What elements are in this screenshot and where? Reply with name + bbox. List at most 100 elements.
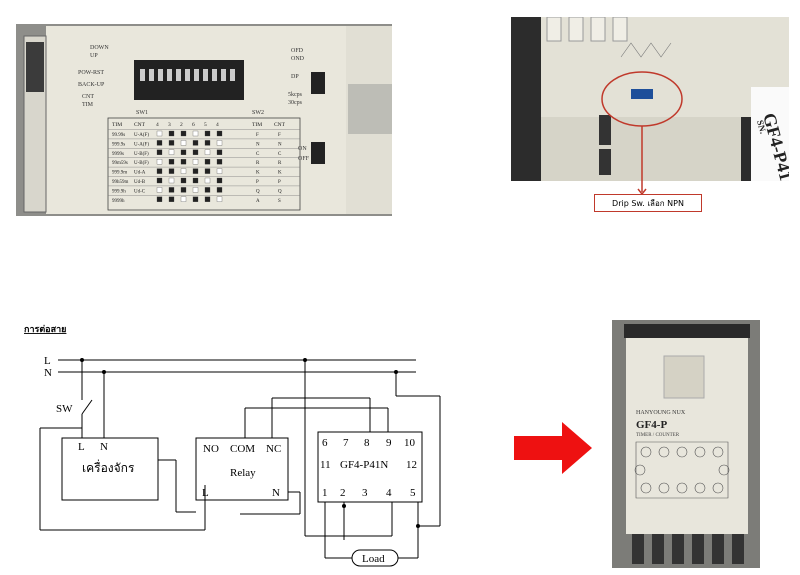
table-col-header: 4: [156, 122, 159, 128]
relay-name: Relay: [230, 467, 256, 479]
terminal-12: 12: [406, 459, 417, 471]
switch-state-cell: [168, 187, 175, 193]
table-col-header: CNT: [134, 122, 146, 128]
table-col-header: 3: [168, 122, 171, 128]
relay-nc-label: NC: [266, 443, 281, 455]
terminal-5: 5: [410, 487, 416, 499]
relay-no-label: NO: [203, 443, 219, 455]
switch-state-cell: [192, 168, 199, 174]
table-cell: R: [278, 161, 282, 166]
table-col-header: 6: [192, 122, 195, 128]
table-cell: N: [256, 142, 260, 147]
switch-state-cell: [216, 196, 223, 202]
table-cell: P: [256, 180, 259, 185]
table-cell: 9999s: [112, 152, 124, 157]
table-cell: 999.9m: [112, 171, 127, 176]
switch-state-cell: [216, 149, 223, 155]
callout-arrow: [637, 181, 647, 195]
switch-state-cell: [180, 149, 187, 155]
table-cell: C: [278, 152, 282, 157]
switch-state-cell: [216, 159, 223, 165]
switch-state-cell: [156, 149, 163, 155]
table-cell: N: [278, 142, 282, 147]
line-l-label: L: [44, 355, 51, 367]
switch-state-cell: [204, 140, 211, 146]
table-cell: A: [256, 199, 260, 204]
table-cell: U-B(F): [134, 161, 149, 166]
table-cell: Q: [256, 189, 260, 194]
switch-state-cell: [180, 130, 187, 137]
table-cell: C: [256, 152, 260, 157]
label-30cps: 30cps: [288, 100, 303, 106]
label-ond: OND: [291, 56, 305, 62]
table-col-header: TIM: [112, 122, 122, 128]
table-cell: 9999h: [112, 199, 125, 204]
table-cell: S: [278, 199, 281, 204]
label-sw1: SW1: [136, 110, 148, 116]
table-cell: K: [256, 171, 260, 176]
switch-state-cell: [216, 187, 223, 193]
table-cell: 999.9s: [112, 142, 125, 147]
switch-state-cell: [180, 187, 187, 193]
switch-state-cell: [216, 168, 223, 174]
switch-label: SW: [56, 403, 73, 415]
callout-text: Drip Sw. เลือก NPN: [612, 198, 684, 208]
table-cell: 99.99s: [112, 133, 125, 138]
table-col-header: 4: [216, 122, 219, 128]
switch-state-cell: [216, 130, 223, 137]
machine-name: เครื่องจักร: [82, 459, 135, 475]
table-cell: Q: [278, 189, 282, 194]
table-col-header: 2: [180, 122, 183, 128]
line-n-label: N: [44, 367, 52, 379]
table-cell: 99h59m: [112, 180, 129, 185]
switch-state-cell: [180, 168, 187, 174]
terminal-7: 7: [343, 437, 349, 449]
terminal-4: 4: [386, 487, 392, 499]
callout-box: Drip Sw. เลือก NPN: [594, 194, 702, 212]
terminal-10: 10: [404, 437, 416, 449]
side-sn-text: SN.: [755, 119, 768, 135]
switch-state-cell: [156, 196, 163, 202]
terminal-9: 9: [386, 437, 392, 449]
table-cell: U-A(F): [134, 142, 149, 147]
switch-state-cell: [204, 168, 211, 174]
switch-state-cell: [192, 187, 199, 193]
switch-state-cell: [168, 168, 175, 174]
switch-state-cell: [156, 159, 163, 165]
switch-state-cell: [192, 177, 199, 184]
terminal-3: 3: [362, 487, 368, 499]
switch-state-cell: [168, 196, 175, 202]
relay-l-label: L: [202, 487, 209, 499]
machine-l-label: L: [78, 441, 85, 453]
arrow-right-icon: [514, 422, 592, 474]
table-cell: 999.9h: [112, 189, 126, 194]
switch-state-cell: [204, 177, 211, 184]
load-label: Load: [362, 553, 385, 565]
switch-state-cell: [204, 159, 211, 165]
switch-state-cell: [180, 196, 187, 202]
switch-state-cell: [192, 149, 199, 155]
table-cell: Ud-C: [134, 189, 146, 194]
switch-state-cell: [168, 159, 175, 165]
switch-state-cell: [168, 130, 175, 137]
label-dp: DP: [291, 74, 299, 80]
machine-n-label: N: [100, 441, 108, 453]
label-sw2: SW2: [252, 110, 264, 116]
switch-state-cell: [156, 140, 163, 146]
label-pow-rst: POW-RST: [78, 70, 104, 76]
label-tim: TIM: [82, 102, 94, 108]
switch-state-cell: [156, 177, 163, 184]
label-off: OFF: [298, 156, 310, 162]
label-5kcps: 5kcps: [288, 92, 303, 98]
front-caption: TIMER / COUNTER: [636, 433, 680, 438]
side-view-photo: GF4-P41N SN.: [511, 17, 789, 181]
table-col-header: 5: [204, 122, 207, 128]
table-cell: F: [278, 133, 281, 138]
table-cell: F: [256, 133, 259, 138]
table-col-header: TIM: [252, 122, 262, 128]
terminal-1: 1: [322, 487, 328, 499]
switch-state-cell: [156, 187, 163, 193]
table-cell: Ud-A: [134, 171, 146, 176]
label-on: ON: [298, 146, 307, 152]
switch-state-cell: [204, 196, 211, 202]
